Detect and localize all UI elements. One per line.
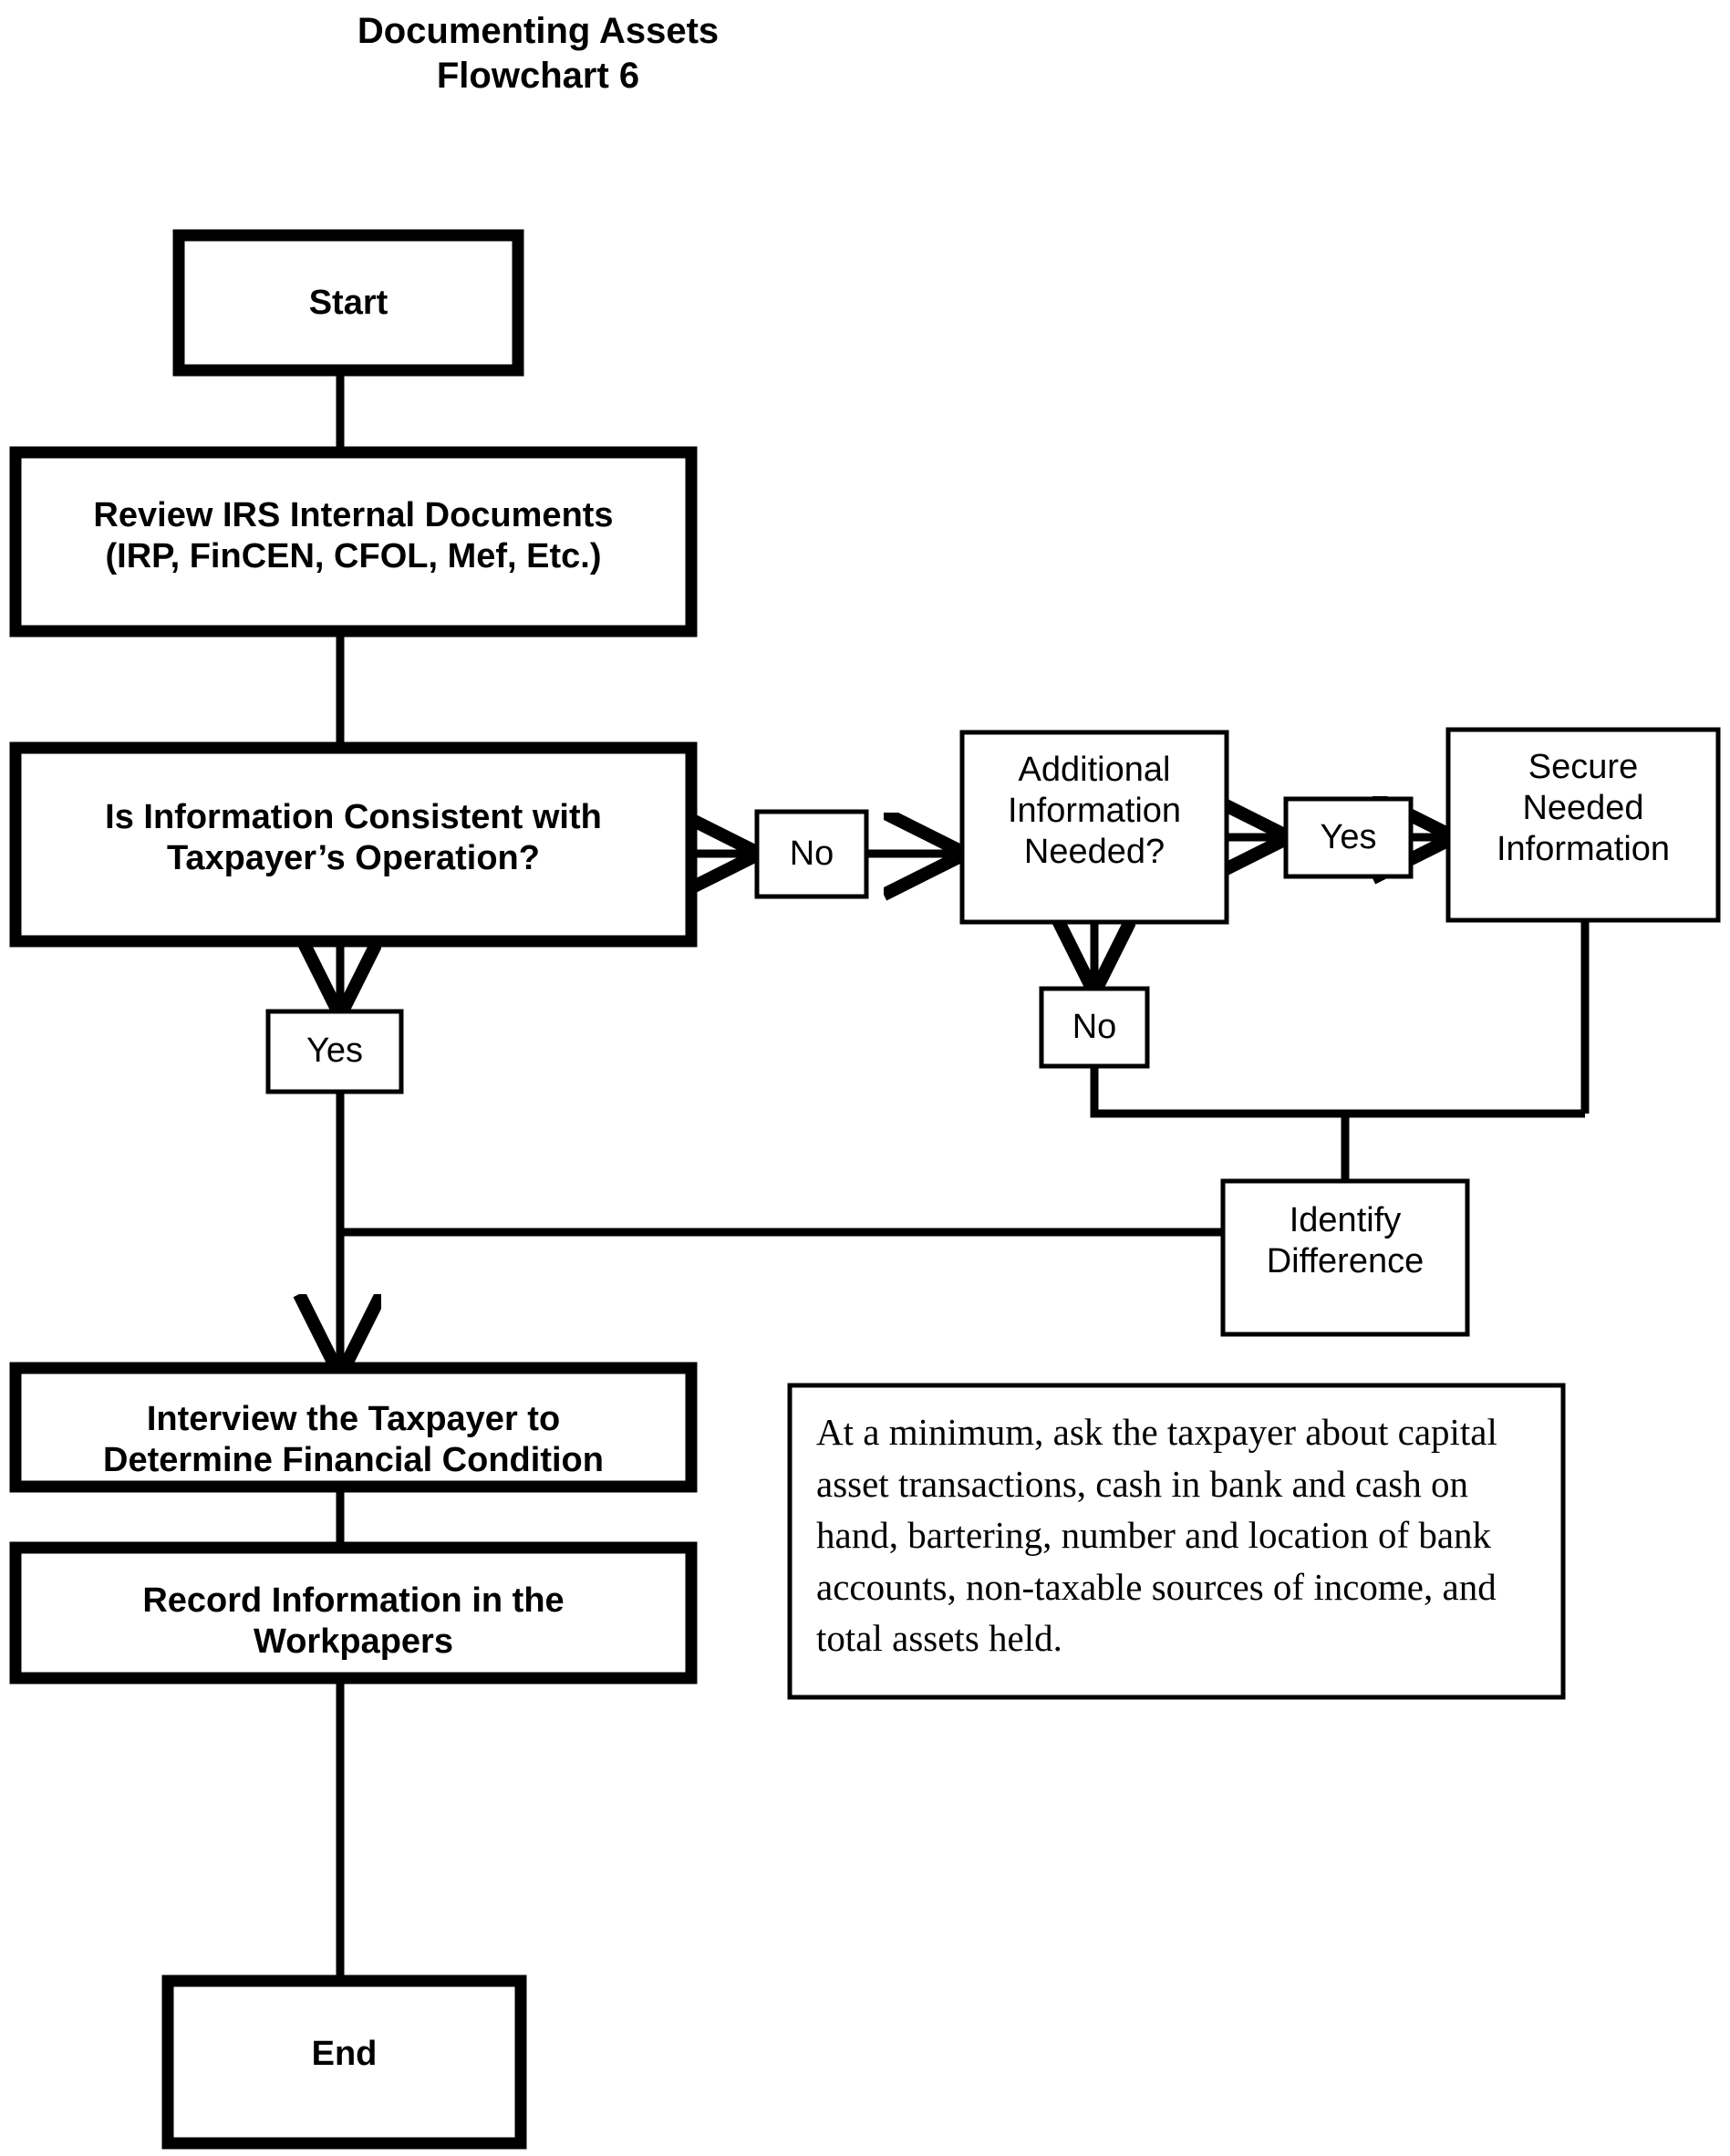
- node-secure-box[interactable]: [1445, 727, 1721, 923]
- node-review-box[interactable]: [9, 446, 698, 637]
- note-callout-box: [787, 1383, 1566, 1700]
- node-additional-yes-box[interactable]: [1283, 796, 1414, 879]
- node-start-box[interactable]: [172, 229, 524, 377]
- node-interview-box[interactable]: [9, 1362, 698, 1493]
- node-identify-box[interactable]: [1220, 1178, 1470, 1337]
- node-decision-box[interactable]: [9, 741, 698, 948]
- node-additional-no-box[interactable]: [1039, 986, 1150, 1069]
- node-additional-info-box[interactable]: [959, 730, 1229, 925]
- edge-no-to-junction: [1090, 1065, 1585, 1118]
- node-decision-no-box[interactable]: [754, 809, 869, 899]
- node-decision-yes-box[interactable]: [265, 1009, 404, 1094]
- node-record-box[interactable]: [9, 1541, 698, 1684]
- node-end-box[interactable]: [161, 1975, 527, 2150]
